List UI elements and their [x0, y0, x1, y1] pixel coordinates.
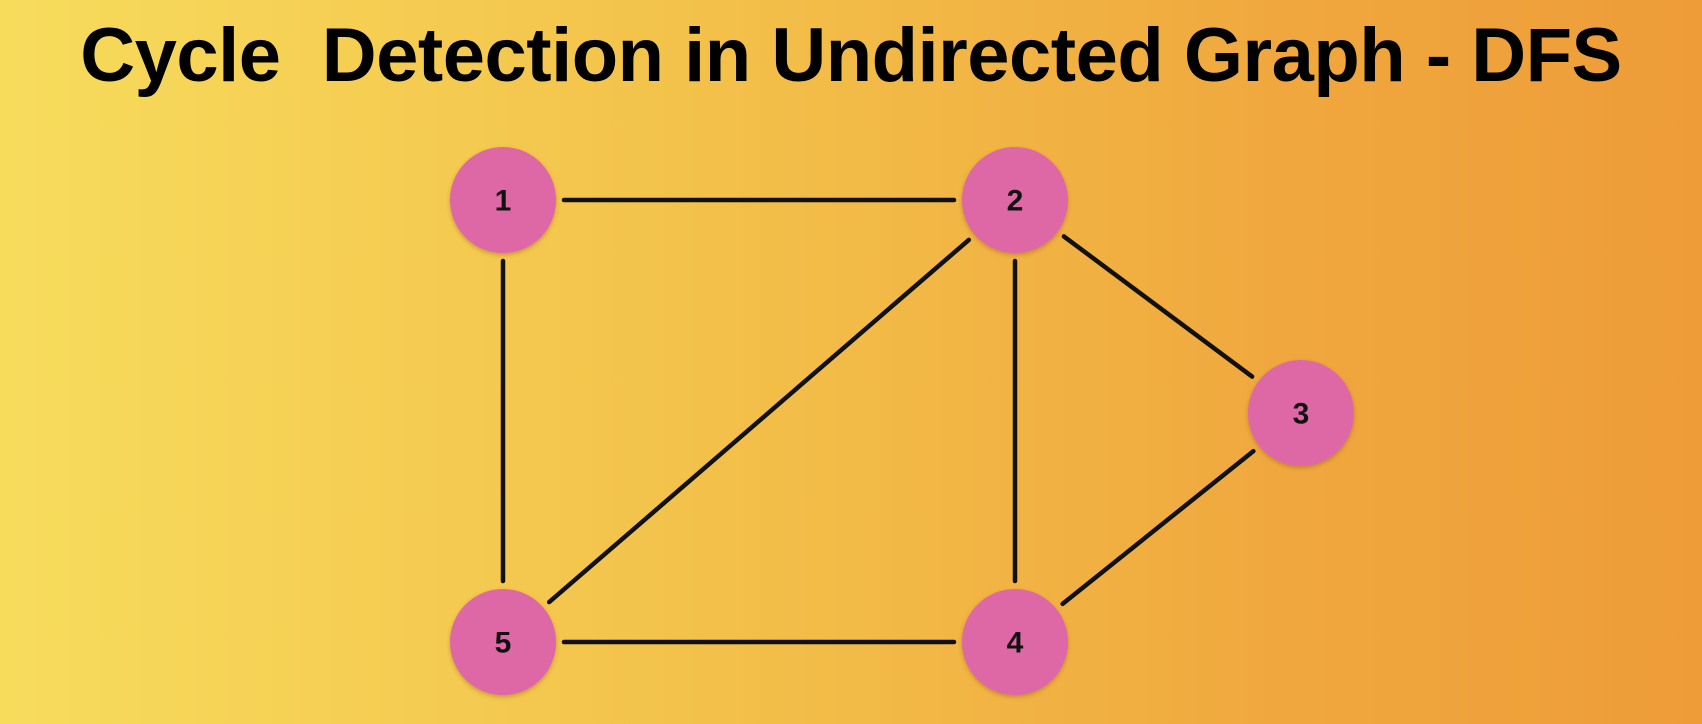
node-5: 5: [450, 589, 556, 695]
node-label-3: 3: [1293, 398, 1310, 431]
graph-nodes: 1 2 3 4 5: [450, 147, 1354, 695]
node-label-5: 5: [495, 627, 512, 660]
edge-2-5: [546, 237, 972, 605]
node-2: 2: [962, 147, 1068, 253]
edge-2-3: [1061, 234, 1255, 379]
graph-edges: [500, 197, 1256, 645]
edge-3-4: [1060, 448, 1256, 607]
node-label-1: 1: [495, 185, 512, 218]
node-3: 3: [1248, 360, 1354, 466]
node-label-2: 2: [1007, 185, 1024, 218]
node-label-4: 4: [1007, 627, 1024, 660]
node-circle-2: [962, 147, 1068, 253]
node-1: 1: [450, 147, 556, 253]
node-circle-4: [962, 589, 1068, 695]
node-circle-5: [450, 589, 556, 695]
node-4: 4: [962, 589, 1068, 695]
page-title: Cycle Detection in Undirected Graph - DF…: [80, 13, 1622, 98]
node-circle-1: [450, 147, 556, 253]
node-circle-3: [1248, 360, 1354, 466]
